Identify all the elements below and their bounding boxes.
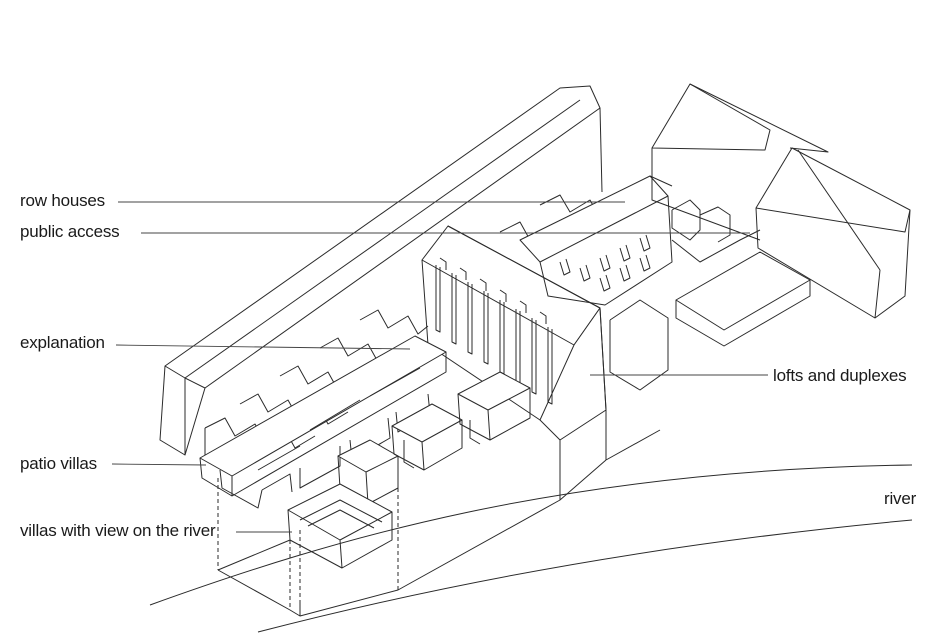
- background-long-block: [160, 86, 602, 455]
- label-row-houses: row houses: [20, 191, 105, 210]
- right-houses: [652, 84, 910, 318]
- label-villas-river: villas with view on the river: [20, 521, 216, 540]
- label-river: river: [884, 489, 917, 508]
- river-banks: [150, 465, 912, 632]
- label-public-access: public access: [20, 222, 120, 241]
- base-plinth: [218, 430, 660, 616]
- small-right-blocks: [610, 200, 810, 390]
- patio-villas: [200, 336, 446, 508]
- loft-building: [422, 226, 606, 500]
- river-villas: [288, 484, 392, 568]
- loft-windows: [436, 258, 552, 404]
- label-explanation: explanation: [20, 333, 105, 352]
- dashed-guides: [218, 410, 606, 610]
- leader-lines: [112, 202, 768, 532]
- label-lofts: lofts and duplexes: [773, 366, 907, 385]
- label-patio-villas: patio villas: [20, 454, 97, 473]
- back-loft-block: [520, 176, 672, 305]
- villa-cluster: [338, 372, 530, 504]
